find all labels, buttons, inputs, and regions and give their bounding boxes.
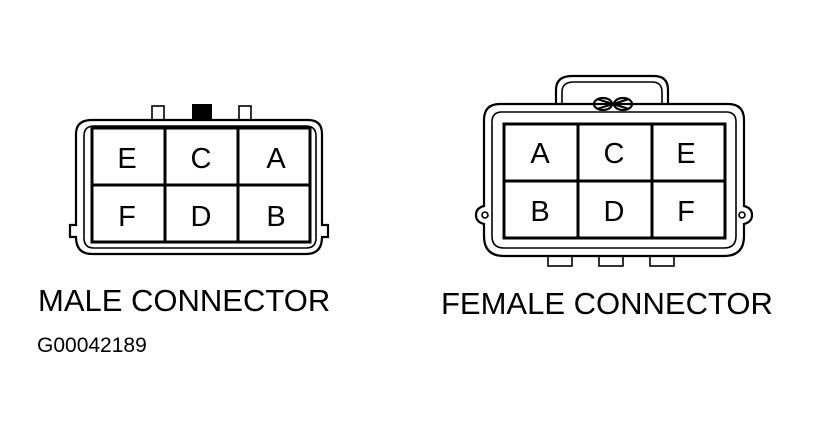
male-housing-outer — [68, 118, 330, 256]
female-housing-inner — [491, 111, 737, 249]
male-pin-label: E — [117, 143, 136, 175]
female-connector: A C E B D F — [474, 74, 754, 267]
female-pin-grid — [502, 122, 727, 240]
male-housing-inner — [83, 125, 317, 249]
male-top-tab-right — [238, 105, 252, 121]
male-pin-label: D — [191, 201, 212, 233]
female-pin-label: D — [604, 196, 625, 228]
male-connector: E C A F D B — [68, 104, 330, 256]
female-pin-label: E — [676, 138, 695, 170]
male-pin-label: C — [191, 143, 212, 175]
female-pin-label: B — [530, 196, 549, 228]
male-top-tab-left — [151, 105, 165, 121]
female-latch-handle-outer — [554, 74, 670, 104]
male-pin-label: A — [266, 143, 286, 175]
male-connector-caption: MALE CONNECTOR — [38, 283, 330, 318]
male-pin-label: B — [266, 201, 285, 233]
female-side-peg-right — [738, 211, 746, 219]
female-latch-handle-inner — [561, 81, 663, 104]
figure-code: G00042189 — [37, 334, 147, 357]
female-housing-outer — [474, 102, 754, 258]
female-connector-caption: FEMALE CONNECTOR — [441, 286, 773, 321]
male-pin-grid — [90, 126, 312, 244]
male-pin-label: F — [118, 201, 136, 233]
female-bottom-tab — [547, 255, 573, 267]
female-bottom-tab — [598, 255, 624, 267]
male-latch — [192, 104, 212, 120]
female-pin-label: F — [677, 196, 695, 228]
female-bottom-tab — [649, 255, 675, 267]
female-side-peg-left — [481, 211, 489, 219]
female-pin-label: A — [530, 138, 550, 170]
female-pin-label: C — [604, 138, 625, 170]
